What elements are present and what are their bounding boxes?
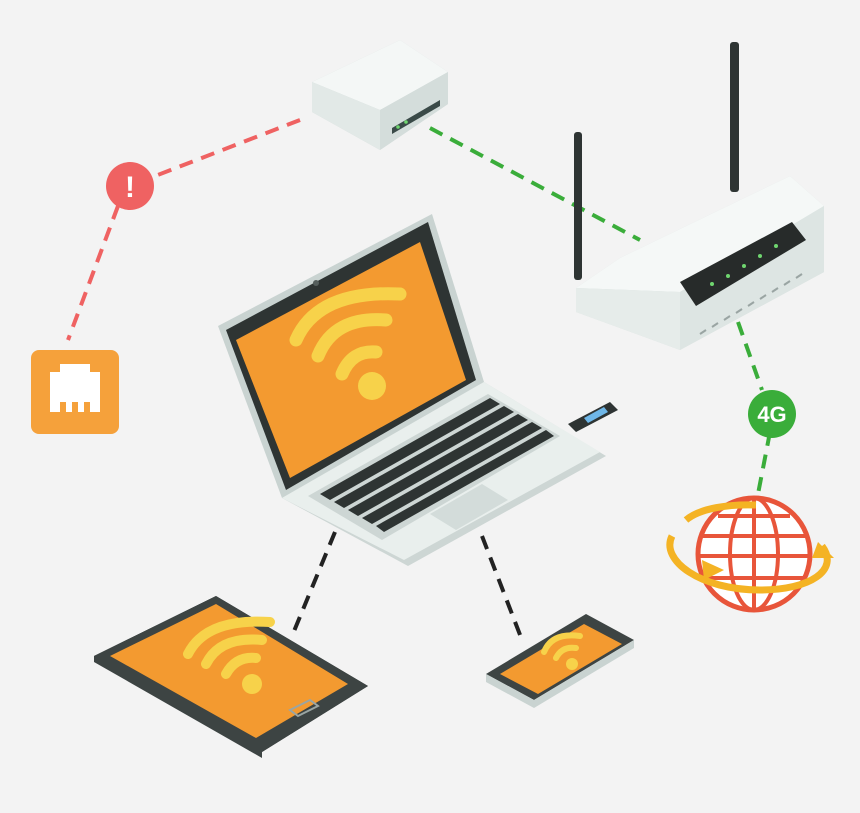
link-laptop-tablet <box>290 531 337 637</box>
alert-badge-label: ! <box>125 171 135 204</box>
router-antenna-left <box>574 132 582 280</box>
link-router-4g <box>736 321 764 391</box>
usb-dongle-icon <box>568 402 618 432</box>
tablet-icon <box>94 596 368 758</box>
webcam-icon <box>313 280 319 286</box>
link-laptop-phone <box>480 535 524 641</box>
network-type-badge: 4G <box>748 390 796 438</box>
modem-icon <box>312 40 448 150</box>
router-icon <box>574 42 824 350</box>
alert-badge: ! <box>106 162 154 210</box>
wifi-icon <box>183 616 275 694</box>
link-modem-alert <box>149 118 301 180</box>
router-antenna-right <box>730 42 739 192</box>
smartphone-icon <box>486 614 634 708</box>
wifi-icon <box>289 287 407 400</box>
laptop-icon <box>218 214 606 566</box>
link-modem-router <box>429 126 641 242</box>
ethernet-port-icon <box>31 350 119 434</box>
connection-lines <box>66 118 772 641</box>
link-alert-port <box>66 205 120 341</box>
home-button <box>288 698 320 718</box>
wifi-icon <box>541 632 583 670</box>
link-4g-globe <box>756 431 772 495</box>
network-type-label: 4G <box>757 402 786 427</box>
touchpad <box>430 484 508 530</box>
globe-icon <box>666 495 834 613</box>
phone-screen <box>500 624 622 694</box>
